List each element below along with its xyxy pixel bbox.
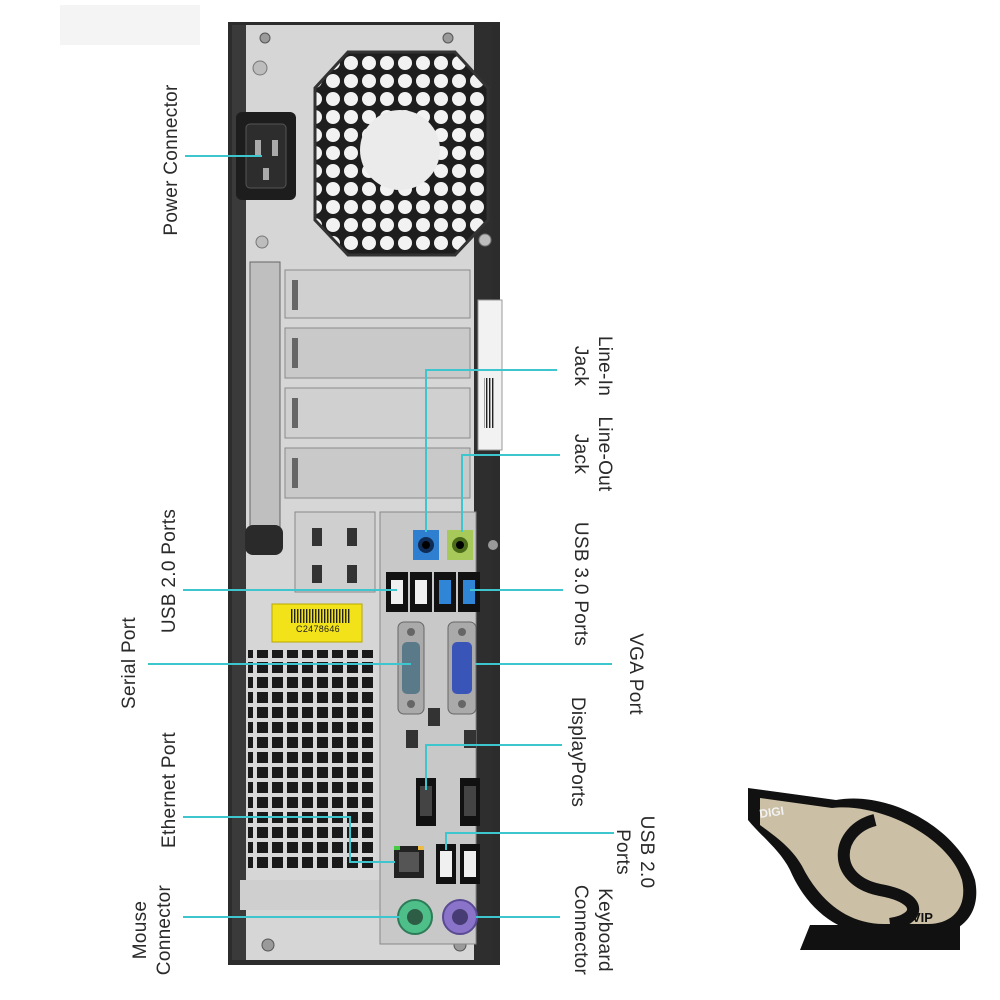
vga-port: [447, 621, 477, 715]
logo-top-text: DIGI: [758, 804, 784, 821]
serial-port: [397, 621, 425, 715]
ethernet-port: [394, 846, 424, 878]
label-serial-port: Serial Port: [119, 617, 140, 710]
small-knockout: [464, 730, 476, 748]
callout-usb2-right: [445, 832, 614, 850]
digivip-logo: DIGI VIP: [748, 788, 977, 950]
expansion-slots: [249, 261, 471, 528]
label-ethernet-port: Ethernet Port: [159, 732, 180, 848]
line-out-jack-port: [447, 530, 473, 560]
small-knockout: [428, 708, 440, 726]
usb2-bottom-ports: [436, 844, 480, 884]
ps2-mouse-port: [397, 899, 433, 935]
padlock-loop: [245, 525, 283, 555]
line-in-jack-port: [413, 530, 439, 560]
yellow-sticker: [271, 603, 363, 643]
service-label: [477, 299, 503, 451]
usb3-ports: [434, 572, 480, 612]
knockout-panel: [294, 511, 376, 593]
vent-grid: [248, 650, 376, 870]
psu-fan-grille: [313, 50, 490, 257]
displayports: [416, 778, 480, 826]
callout-line-out: [461, 454, 560, 532]
usb2-top-ports: [386, 572, 432, 612]
label-displayports: DisplayPorts: [567, 696, 588, 808]
callout-displayports: [425, 744, 562, 790]
sticker-code: C2478646: [296, 624, 340, 634]
ps2-keyboard-port: [442, 899, 478, 935]
label-power-connector: Power Connector: [161, 84, 182, 236]
screw: [488, 540, 498, 550]
logo-bottom-text: VIP: [912, 910, 933, 925]
callout-line-in: [425, 369, 557, 532]
small-knockout: [406, 730, 418, 748]
callout-lines: [148, 155, 614, 918]
label-usb3-ports: USB 3.0 Ports: [570, 521, 591, 647]
power-connector-socket: [236, 112, 296, 200]
background-smudge: [60, 5, 200, 45]
lower-plate: [240, 880, 380, 910]
label-usb2-ports-left: USB 2.0 Ports: [159, 508, 180, 634]
label-vga-port: VGA Port: [625, 633, 646, 715]
callout-ethernet: [183, 816, 395, 863]
